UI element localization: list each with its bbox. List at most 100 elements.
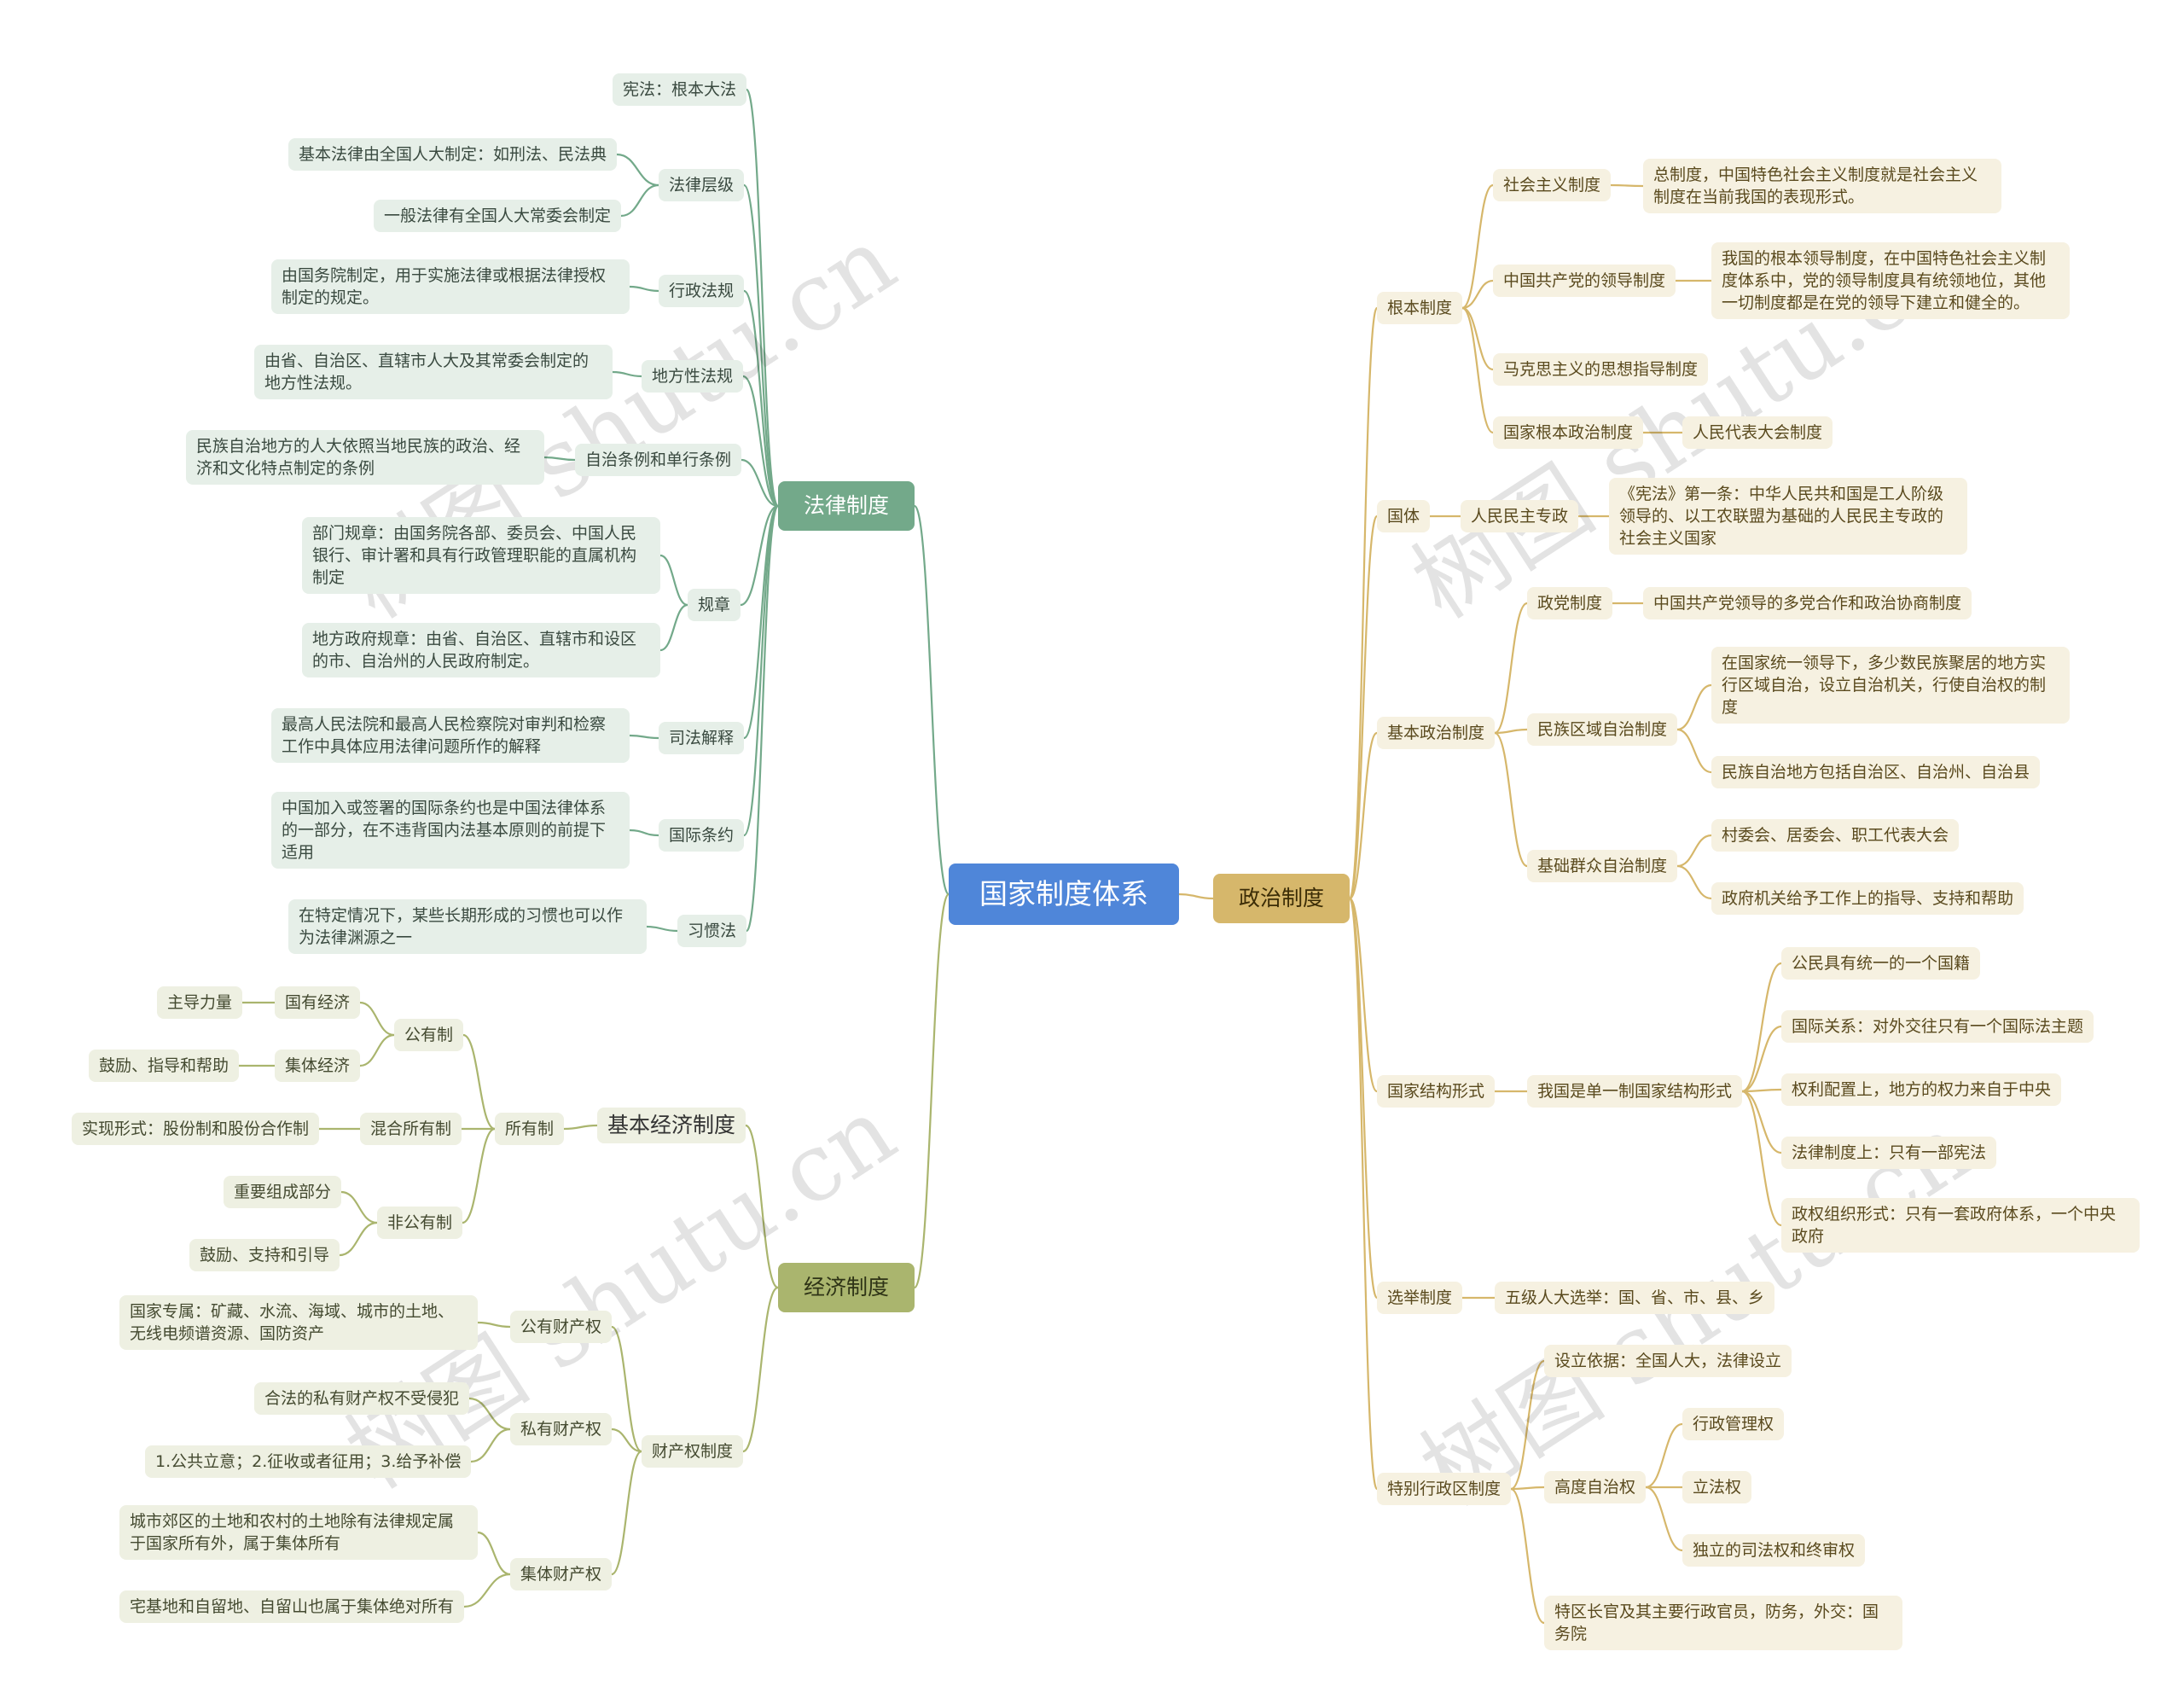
- eco-collective-b: 宅基地和自留地、自留山也属于集体绝对所有: [119, 1590, 465, 1623]
- connector-line: [470, 1428, 511, 1463]
- pol-unitary-e: 政权组织形式：只有一套政府体系，一个中央政府: [1781, 1198, 2140, 1253]
- pol-sar-basis: 设立依据：全国人大，法律设立: [1544, 1345, 1792, 1377]
- eco-private-b: 1.公共立意；2.征收或者征用；3.给予补偿: [145, 1445, 472, 1478]
- connector-line: [659, 603, 688, 652]
- law-judicial-interpretation[interactable]: 司法解释: [659, 722, 745, 754]
- connector-line: [543, 456, 576, 462]
- pol-cpc-desc: 我国的根本领导制度，在中国特色社会主义制度体系中，党的领导制度具有统领地位，其他…: [1711, 242, 2070, 319]
- eco-state-economy-desc: 主导力量: [157, 986, 243, 1019]
- pol-democracy[interactable]: 人民民主专政: [1461, 500, 1579, 532]
- eco-basic-system[interactable]: 基本经济制度: [597, 1108, 746, 1143]
- law-general[interactable]: 一般法律有全国人大常委会制定: [374, 200, 622, 232]
- eco-collective-economy[interactable]: 集体经济: [275, 1050, 361, 1082]
- connector-line: [477, 1531, 511, 1576]
- connector-line: [745, 504, 780, 933]
- law-admin-regulation[interactable]: 行政法规: [659, 275, 745, 307]
- connector-line: [1510, 1359, 1545, 1491]
- connector-line: [340, 1190, 378, 1224]
- root-node[interactable]: 国家制度体系: [949, 864, 1179, 925]
- law-system-node[interactable]: 法律制度: [778, 481, 915, 531]
- pol-cpc-leadership[interactable]: 中国共产党的领导制度: [1493, 265, 1676, 297]
- eco-public-ownership[interactable]: 公有制: [394, 1019, 464, 1051]
- connector-line: [468, 1397, 511, 1431]
- connector-line: [1348, 897, 1379, 1093]
- connector-line: [1741, 1088, 1782, 1093]
- pol-party-system[interactable]: 政党制度: [1527, 587, 1613, 619]
- connector-line: [359, 1033, 395, 1067]
- pol-ethnic-a: 在国家统一领导下，多少数民族聚居的地方实行区域自治，设立自治机关，行使自治权的制…: [1711, 647, 2070, 724]
- law-autonomy-regulation[interactable]: 自治条例和单行条例: [575, 444, 742, 476]
- connector-line: [611, 1450, 642, 1576]
- pol-sar-system[interactable]: 特别行政区制度: [1377, 1473, 1512, 1505]
- pol-socialism-desc: 总制度，中国特色社会主义制度就是社会主义制度在当前我国的表现形式。: [1643, 159, 2001, 213]
- eco-property-system[interactable]: 财产权制度: [642, 1435, 744, 1468]
- connector-line: [1510, 1487, 1545, 1625]
- law-basic[interactable]: 基本法律由全国人大制定：如刑法、民法典: [288, 138, 618, 171]
- connector-line: [745, 88, 780, 508]
- eco-ownership[interactable]: 所有制: [495, 1113, 565, 1145]
- pol-grassroots-autonomy[interactable]: 基础群众自治制度: [1527, 850, 1678, 882]
- connector-line: [462, 1127, 496, 1224]
- eco-nonpublic-ownership[interactable]: 非公有制: [377, 1207, 463, 1239]
- connector-line: [1741, 1090, 1782, 1154]
- eco-public-property-desc: 国家专属：矿藏、水流、海域、城市的土地、无线电频谱资源、国防资产: [119, 1295, 478, 1350]
- connector-line: [1676, 728, 1712, 774]
- connector-line: [1494, 602, 1528, 735]
- connector-line: [743, 289, 779, 508]
- connector-line: [741, 458, 779, 508]
- pol-sar-c: 独立的司法权和终审权: [1682, 1534, 1866, 1567]
- eco-nonpublic-a: 重要组成部分: [224, 1176, 342, 1208]
- law-rules[interactable]: 规章: [688, 589, 741, 621]
- pol-unitary-c: 权利配置上，地方的权力来自于中央: [1781, 1073, 2062, 1106]
- pol-unitary-a: 公民具有统一的一个国籍: [1781, 947, 1981, 980]
- pol-marxism[interactable]: 马克思主义的思想指导制度: [1493, 353, 1709, 386]
- pol-ethnic-b: 民族自治地方包括自治区、自治州、自治县: [1711, 756, 2041, 788]
- connector-line: [1741, 1090, 1782, 1227]
- law-admin-regulation-desc: 由国务院制定，用于实施法律或根据法律授权制定的规定。: [271, 259, 630, 314]
- pol-basic-political[interactable]: 基本政治制度: [1377, 717, 1496, 749]
- connector-line: [740, 504, 779, 607]
- politics-system-node[interactable]: 政治制度: [1213, 874, 1350, 923]
- pol-unitary-b: 国际关系：对外交往只有一个国际法主题: [1781, 1010, 2094, 1043]
- eco-collective-property[interactable]: 集体财产权: [510, 1558, 613, 1590]
- eco-state-economy[interactable]: 国有经济: [275, 986, 361, 1019]
- law-constitution[interactable]: 宪法：根本大法: [613, 73, 747, 106]
- eco-private-property[interactable]: 私有财产权: [510, 1413, 613, 1445]
- pol-ethnic-autonomy[interactable]: 民族区域自治制度: [1527, 713, 1678, 746]
- pol-unitary-state[interactable]: 我国是单一制国家结构形式: [1527, 1075, 1743, 1108]
- connector-line: [1178, 893, 1214, 900]
- law-autonomy-regulation-desc: 民族自治地方的人大依照当地民族的政治、经济和文化特点制定的条例: [186, 430, 544, 485]
- pol-election-system[interactable]: 选举制度: [1377, 1282, 1463, 1314]
- pol-socialism[interactable]: 社会主义制度: [1493, 169, 1612, 201]
- pol-fundamental[interactable]: 根本制度: [1377, 292, 1463, 324]
- pol-fundamental-polity[interactable]: 国家根本政治制度: [1493, 416, 1644, 449]
- eco-private-a: 合法的私有财产权不受侵犯: [254, 1382, 470, 1415]
- pol-state-nature[interactable]: 国体: [1377, 500, 1431, 532]
- eco-collective-a: 城市郊区的土地和农村的土地除有法律规定属于国家所有外，属于集体所有: [119, 1505, 478, 1560]
- economy-system-node[interactable]: 经济制度: [778, 1263, 915, 1312]
- connector-line: [1676, 834, 1712, 868]
- connector-line: [745, 1124, 779, 1289]
- law-local-regulation[interactable]: 地方性法规: [642, 360, 744, 393]
- pol-sar-b: 立法权: [1682, 1471, 1752, 1503]
- connector-line: [742, 504, 780, 740]
- pol-state-structure[interactable]: 国家结构形式: [1377, 1075, 1496, 1108]
- law-judicial-desc: 最高人民法院和最高人民检察院对审判和检察工作中具体应用法律问题所作的解释: [271, 708, 630, 763]
- pol-sar-autonomy[interactable]: 高度自治权: [1544, 1471, 1647, 1503]
- pol-sar-a: 行政管理权: [1682, 1408, 1785, 1440]
- eco-mixed-ownership[interactable]: 混合所有制: [360, 1113, 462, 1145]
- connector-line: [1461, 306, 1494, 434]
- law-treaty[interactable]: 国际条约: [659, 819, 745, 852]
- connector-line: [646, 925, 678, 933]
- pol-unitary-d: 法律制度上：只有一部宪法: [1781, 1137, 1997, 1169]
- connector-line: [1348, 897, 1379, 1491]
- connector-line: [1645, 1486, 1683, 1552]
- eco-public-property[interactable]: 公有财产权: [510, 1311, 613, 1343]
- connector-line: [620, 183, 659, 218]
- law-levels[interactable]: 法律层级: [659, 169, 745, 201]
- connector-line: [1348, 897, 1379, 1300]
- law-custom[interactable]: 习惯法: [677, 915, 747, 947]
- law-custom-desc: 在特定情况下，某些长期形成的习惯也可以作为法律渊源之一: [288, 899, 647, 954]
- connector-line: [1741, 962, 1782, 1093]
- connector-line: [359, 1001, 395, 1037]
